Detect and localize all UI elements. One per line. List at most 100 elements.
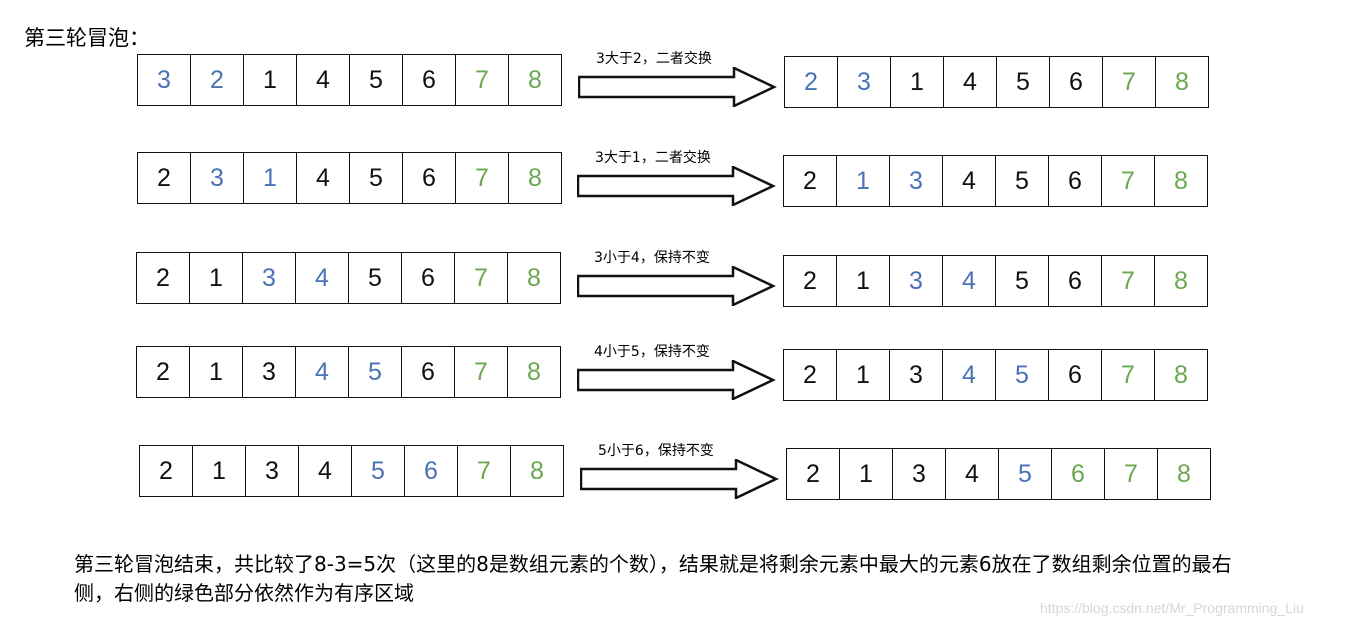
array-cell: 5 bbox=[997, 57, 1050, 107]
step-label: 4小于5，保持不变 bbox=[594, 344, 710, 360]
array-cell: 8 bbox=[511, 446, 564, 496]
array-cell: 4 bbox=[943, 350, 996, 400]
array-cell: 5 bbox=[999, 449, 1052, 499]
array-cell: 2 bbox=[140, 446, 193, 496]
step-label: 3大于2，二者交换 bbox=[596, 51, 712, 67]
array-cell: 4 bbox=[943, 156, 996, 206]
array-cell: 1 bbox=[840, 449, 893, 499]
array-cell: 3 bbox=[890, 350, 943, 400]
array-cell: 3 bbox=[893, 449, 946, 499]
step-label: 5小于6，保持不变 bbox=[598, 443, 714, 459]
array-cell: 7 bbox=[455, 253, 508, 303]
array-cell: 6 bbox=[1049, 350, 1102, 400]
array-cell: 6 bbox=[1052, 449, 1105, 499]
array-cell: 4 bbox=[943, 256, 996, 306]
array-cell: 7 bbox=[1102, 256, 1155, 306]
array-cell: 6 bbox=[405, 446, 458, 496]
array-cell: 7 bbox=[1105, 449, 1158, 499]
array-cell: 3 bbox=[246, 446, 299, 496]
array-cell: 5 bbox=[350, 153, 403, 203]
array-cell: 1 bbox=[891, 57, 944, 107]
array-cell: 8 bbox=[1155, 156, 1208, 206]
right-arrow-icon bbox=[580, 459, 779, 499]
array-cell: 4 bbox=[297, 153, 350, 203]
array-cell: 4 bbox=[296, 347, 349, 397]
array-cell: 4 bbox=[944, 57, 997, 107]
array-cell: 5 bbox=[349, 347, 402, 397]
summary-text: 第三轮冒泡结束，共比较了8-3=5次（这里的8是数组元素的个数），结果就是将剩余… bbox=[74, 552, 1232, 605]
array-cell: 2 bbox=[784, 350, 837, 400]
right-arrow-icon bbox=[578, 67, 777, 107]
array-cell: 4 bbox=[296, 253, 349, 303]
array-cell: 1 bbox=[244, 55, 297, 105]
array-cell: 5 bbox=[352, 446, 405, 496]
array-cell: 3 bbox=[890, 256, 943, 306]
array-cell: 3 bbox=[890, 156, 943, 206]
array-cell: 2 bbox=[138, 153, 191, 203]
step-label: 3大于1，二者交换 bbox=[595, 150, 711, 166]
array-cell: 8 bbox=[1156, 57, 1209, 107]
array-cell: 3 bbox=[191, 153, 244, 203]
array-cell: 4 bbox=[297, 55, 350, 105]
array-cell: 6 bbox=[403, 153, 456, 203]
array-cell: 7 bbox=[458, 446, 511, 496]
array-cell: 3 bbox=[838, 57, 891, 107]
right-arrow-icon bbox=[577, 266, 776, 306]
array-cell: 8 bbox=[508, 253, 561, 303]
array-cell: 3 bbox=[243, 253, 296, 303]
array-cell: 6 bbox=[1050, 57, 1103, 107]
array-cell: 6 bbox=[403, 55, 456, 105]
step-label: 3小于4，保持不变 bbox=[594, 250, 710, 266]
array-cell: 7 bbox=[1103, 57, 1156, 107]
array-cell: 6 bbox=[1049, 156, 1102, 206]
array-cell: 5 bbox=[350, 55, 403, 105]
array-cell: 5 bbox=[996, 156, 1049, 206]
array-cell: 8 bbox=[1158, 449, 1211, 499]
array-cell: 5 bbox=[996, 256, 1049, 306]
array-cell: 7 bbox=[455, 347, 508, 397]
array-cell: 2 bbox=[191, 55, 244, 105]
array-cell: 3 bbox=[243, 347, 296, 397]
right-arrow-icon bbox=[577, 166, 776, 206]
array-cell: 4 bbox=[946, 449, 999, 499]
array-cell: 6 bbox=[1049, 256, 1102, 306]
array-cell: 7 bbox=[1102, 350, 1155, 400]
array-cell: 6 bbox=[402, 347, 455, 397]
array-cell: 1 bbox=[190, 253, 243, 303]
right-arrow-icon bbox=[577, 360, 776, 400]
array-cell: 1 bbox=[837, 156, 890, 206]
array-cell: 8 bbox=[509, 153, 562, 203]
array-cell: 8 bbox=[508, 347, 561, 397]
array-cell: 8 bbox=[509, 55, 562, 105]
array-cell: 5 bbox=[349, 253, 402, 303]
array-cell: 7 bbox=[456, 153, 509, 203]
array-cell: 2 bbox=[784, 256, 837, 306]
array-cell: 5 bbox=[996, 350, 1049, 400]
watermark: https://blog.csdn.net/Mr_Programming_Liu bbox=[1040, 600, 1304, 616]
array-cell: 1 bbox=[244, 153, 297, 203]
diagram-title: 第三轮冒泡： bbox=[24, 26, 150, 50]
array-cell: 4 bbox=[299, 446, 352, 496]
array-cell: 2 bbox=[784, 156, 837, 206]
array-cell: 7 bbox=[1102, 156, 1155, 206]
array-cell: 1 bbox=[193, 446, 246, 496]
array-cell: 2 bbox=[785, 57, 838, 107]
array-cell: 1 bbox=[190, 347, 243, 397]
array-cell: 6 bbox=[402, 253, 455, 303]
array-cell: 7 bbox=[456, 55, 509, 105]
array-cell: 2 bbox=[787, 449, 840, 499]
